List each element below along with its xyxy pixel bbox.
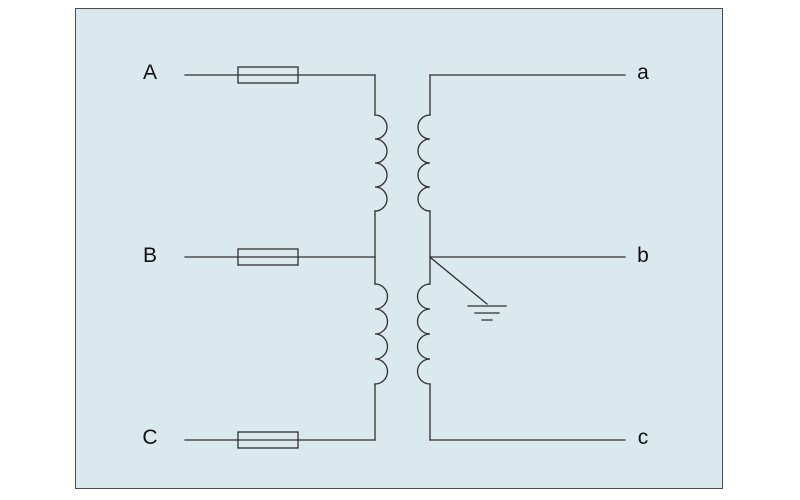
terminal-label-A: A xyxy=(142,61,157,84)
fuse-a-icon xyxy=(237,66,299,84)
terminal-label-a: a xyxy=(637,61,649,84)
fuse-c-icon xyxy=(237,431,299,449)
primary-winding-lower-icon xyxy=(374,283,389,385)
fuse-b-icon xyxy=(237,248,299,266)
terminal-label-C: C xyxy=(142,426,158,449)
secondary-winding-lower-icon xyxy=(416,283,431,385)
terminal-label-b: b xyxy=(637,244,649,267)
secondary-winding-icon xyxy=(417,114,431,212)
terminal-label-c: c xyxy=(637,426,649,449)
diagram-panel xyxy=(75,8,723,489)
primary-winding-icon xyxy=(374,114,388,212)
ground-branch-wire xyxy=(430,257,488,305)
earth-ground-icon xyxy=(467,305,507,321)
terminal-label-B: B xyxy=(142,244,157,267)
